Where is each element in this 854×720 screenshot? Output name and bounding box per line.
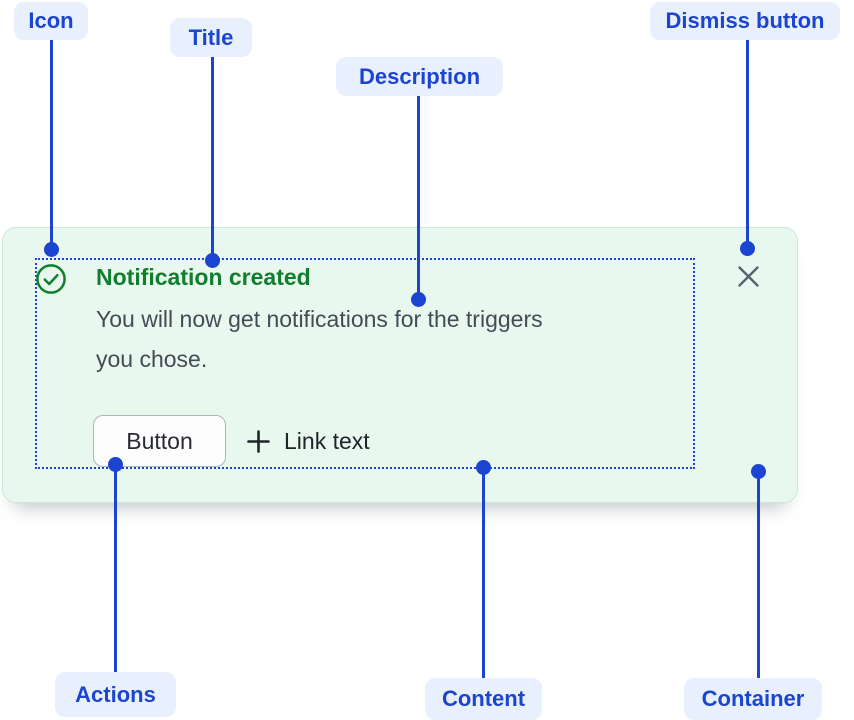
- dismiss-button[interactable]: [733, 261, 763, 291]
- callout-line-container: [757, 472, 760, 679]
- notification-title: Notification created: [96, 264, 311, 290]
- close-icon: [736, 264, 761, 289]
- content-outline: [35, 258, 695, 469]
- callout-line-content: [482, 468, 485, 679]
- notification-description: You will now get notifications for the t…: [96, 299, 543, 379]
- callout-label-container: Container: [684, 678, 822, 720]
- callout-line-actions: [114, 465, 117, 673]
- link-action[interactable]: Link text: [246, 415, 370, 467]
- callout-label-content: Content: [425, 678, 542, 720]
- callout-label-actions: Actions: [55, 672, 176, 717]
- callout-line-title: [211, 57, 214, 261]
- plus-icon: [246, 429, 271, 454]
- callout-dot-description: [411, 292, 426, 307]
- callout-label-description: Description: [336, 57, 503, 96]
- callout-line-dismiss-button: [746, 40, 749, 249]
- callout-label-icon: Icon: [14, 2, 88, 40]
- description-line: You will now get notifications for the t…: [96, 306, 543, 332]
- callout-dot-container: [751, 464, 766, 479]
- action-button-label: Button: [126, 427, 193, 454]
- callout-dot-actions: [108, 457, 123, 472]
- callout-dot-title: [205, 253, 220, 268]
- check-circle-icon: [35, 263, 67, 295]
- callout-dot-icon: [44, 242, 59, 257]
- callout-dot-dismiss-button: [740, 241, 755, 256]
- callout-line-icon: [50, 40, 53, 250]
- callout-label-dismiss-button: Dismiss button: [650, 2, 840, 40]
- callout-dot-content: [476, 460, 491, 475]
- callout-line-description: [417, 96, 420, 300]
- link-label: Link text: [284, 427, 370, 454]
- description-line: you chose.: [96, 346, 208, 372]
- callout-label-title: Title: [170, 18, 252, 57]
